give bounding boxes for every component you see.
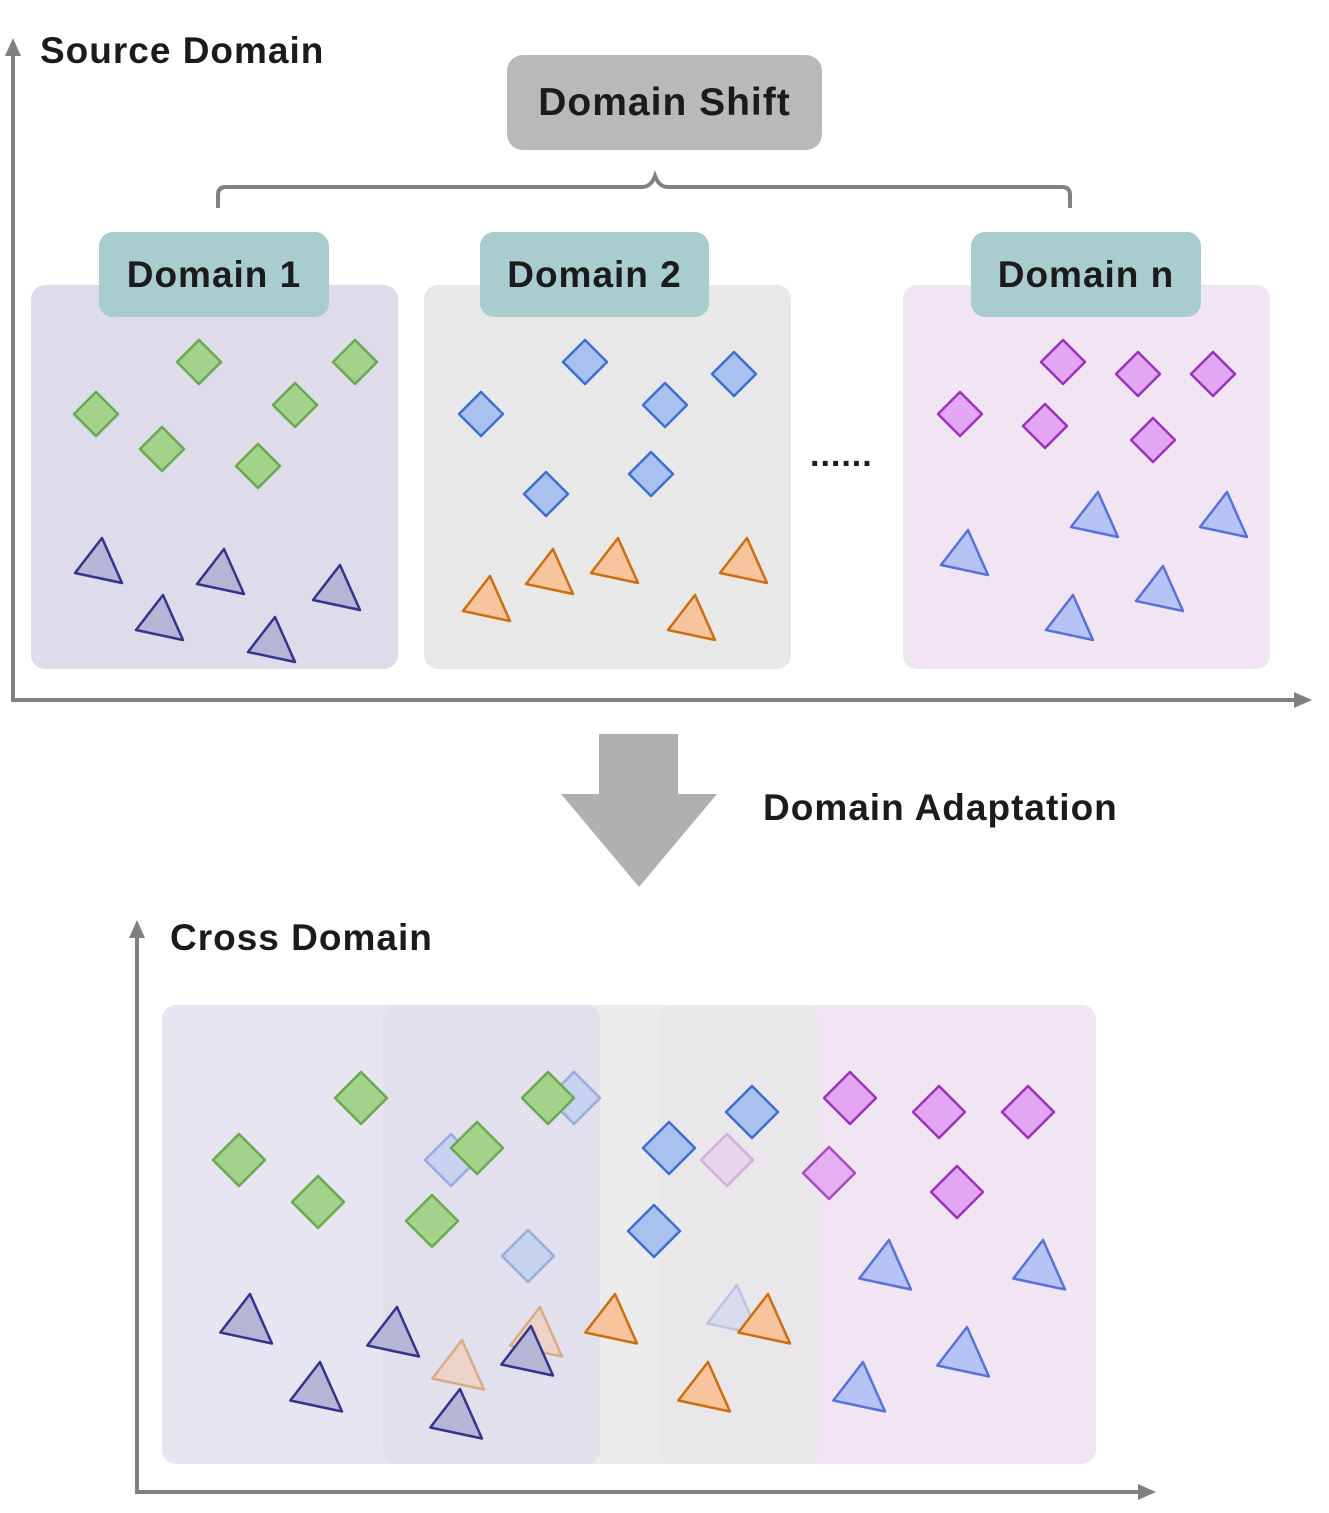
cross-periwinkle-triangle: [936, 1325, 991, 1378]
domain-n-triangle: [1134, 564, 1185, 613]
cross-orange-triangle: [677, 1360, 732, 1413]
domain-n-diamond: [936, 390, 984, 438]
domain-adaptation-label: Domain Adaptation: [763, 787, 1118, 828]
domain-2-diamond: [522, 470, 570, 518]
domain-n-triangle: [1069, 490, 1120, 539]
domain-1-panel: [31, 285, 398, 669]
domain-n-diamond: [1129, 416, 1177, 464]
domain-n-panel: [903, 285, 1270, 669]
domain-2-triangle: [524, 547, 575, 596]
cross-purple-diamond: [911, 1084, 967, 1140]
domain-n-diamond: [1021, 402, 1069, 450]
cross-navy-triangle: [289, 1360, 344, 1413]
domain-n-tag: Domain n: [971, 232, 1201, 317]
cross-shapes: [211, 1070, 1067, 1440]
cross-faded-diamond: [699, 1132, 755, 1188]
domain-2-triangle: [666, 593, 717, 642]
cross-green-diamond: [333, 1070, 389, 1126]
cross-navy-triangle: [500, 1324, 555, 1377]
domain-n-diamond: [1039, 338, 1087, 386]
source-shapes: [72, 338, 1249, 664]
source-x-axis-arrowhead: [1294, 692, 1312, 708]
cross-green-diamond: [211, 1132, 267, 1188]
domain-n-triangle: [1198, 490, 1249, 539]
cross-orange-triangle: [737, 1292, 792, 1345]
cross-green-diamond: [404, 1193, 460, 1249]
cross-periwinkle-triangle: [832, 1360, 887, 1413]
domain-1-diamond: [331, 338, 379, 386]
domain-2-tag: Domain 2: [480, 232, 709, 317]
domain-2-triangle: [718, 536, 769, 585]
cross-blue-diamond: [641, 1120, 697, 1176]
cross-navy-triangle: [219, 1292, 274, 1345]
cross-green-diamond: [520, 1070, 576, 1126]
domain-1-tag: Domain 1: [99, 232, 329, 317]
domain-ellipsis: ......: [810, 436, 873, 474]
cross-faded-triangle: [431, 1338, 486, 1391]
cross-navy-triangle: [429, 1387, 484, 1440]
domain-1-diamond: [271, 381, 319, 429]
domain-n-diamond: [1189, 350, 1237, 398]
cross-faded-diamond: [500, 1228, 556, 1284]
domain-n-diamond: [1114, 350, 1162, 398]
cross-faded-diamond: [801, 1145, 857, 1201]
cross-purple-diamond: [929, 1164, 985, 1220]
domain-n-triangle: [939, 528, 990, 577]
adaptation-arrow: [561, 734, 717, 887]
domain-1-diamond: [234, 442, 282, 490]
domain-2-diamond: [561, 338, 609, 386]
domain-2-panel: [424, 285, 791, 669]
domain-2-diamond: [627, 450, 675, 498]
domain-1-triangle: [311, 563, 362, 612]
cross-x-axis-arrowhead: [1138, 1484, 1156, 1500]
cross-purple-diamond: [822, 1070, 878, 1126]
cross-y-axis-arrowhead: [129, 920, 145, 938]
cross-periwinkle-triangle: [1012, 1238, 1067, 1291]
cross-navy-triangle: [366, 1305, 421, 1358]
domain-2-diamond: [641, 381, 689, 429]
cross-green-diamond: [290, 1174, 346, 1230]
domain-2-diamond: [457, 390, 505, 438]
domain-1-diamond: [72, 390, 120, 438]
cross-green-diamond: [449, 1120, 505, 1176]
domain-1-diamond: [138, 425, 186, 473]
cross-purple-diamond: [1000, 1084, 1056, 1140]
domain-n-triangle: [1044, 593, 1095, 642]
cross-orange-triangle: [584, 1292, 639, 1345]
cross-blue-diamond: [724, 1084, 780, 1140]
domain-1-triangle: [195, 547, 246, 596]
domain-2-triangle: [461, 574, 512, 623]
domain-shift-label: Domain Shift: [507, 55, 822, 150]
domain-1-diamond: [175, 338, 223, 386]
source-domain-title: Source Domain: [40, 30, 325, 71]
cross-domain-1-region: [162, 1005, 600, 1464]
source-y-axis-arrowhead: [5, 38, 21, 56]
cross-domain-title: Cross Domain: [170, 917, 433, 958]
domain-2-triangle: [589, 536, 640, 585]
domain-1-triangle: [246, 615, 297, 664]
cross-blue-diamond: [626, 1203, 682, 1259]
domain-1-triangle: [134, 593, 185, 642]
domain-shift-bracket: [216, 170, 1072, 208]
cross-periwinkle-triangle: [858, 1238, 913, 1291]
domain-1-triangle: [73, 536, 124, 585]
domain-2-diamond: [710, 350, 758, 398]
